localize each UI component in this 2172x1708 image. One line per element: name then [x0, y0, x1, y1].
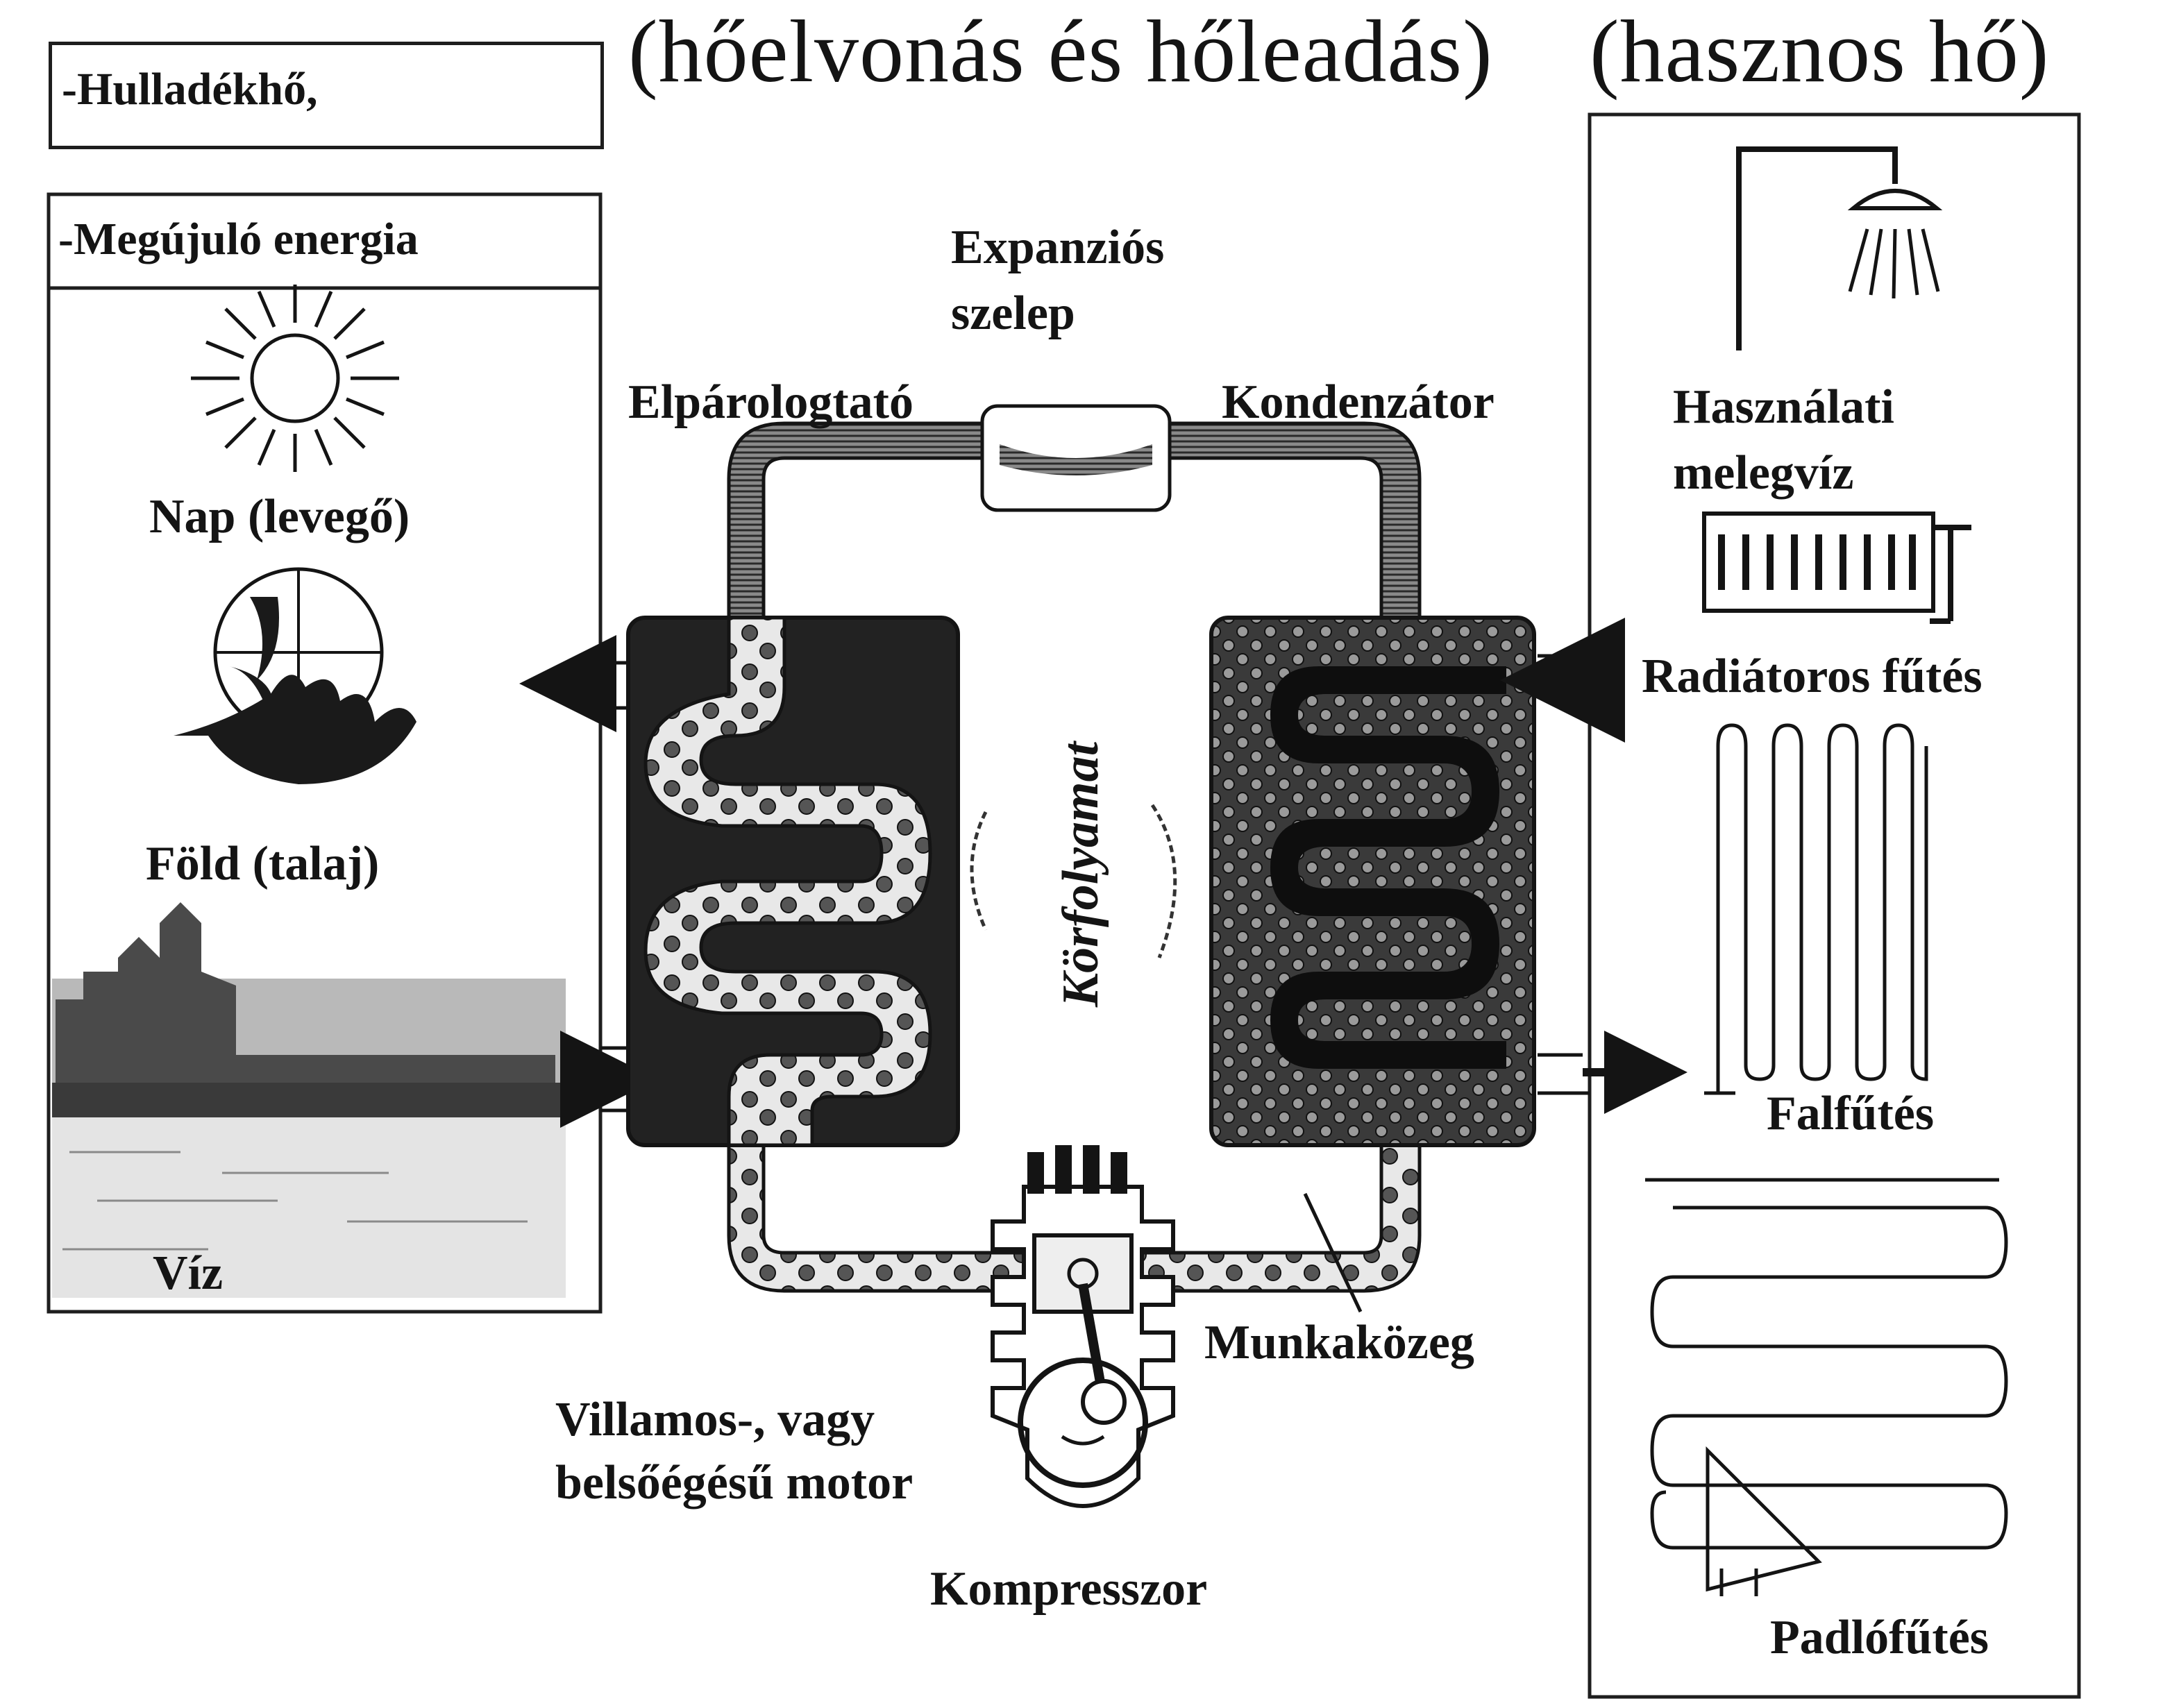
earth-label: Föld (talaj)	[146, 837, 380, 890]
title-heat-extraction: (hőelvonás és hőleadás)	[628, 2, 1493, 101]
shower-icon	[1736, 146, 1943, 350]
water-label: Víz	[153, 1246, 224, 1300]
evaporator-label: Elpárologtató	[628, 375, 914, 429]
floor-heating-label: Padlófűtés	[1770, 1611, 1989, 1664]
radiator-heating-label: Radiátoros fűtés	[1642, 650, 1982, 703]
condenser-label: Kondenzátor	[1222, 375, 1495, 429]
expansion-valve-label: Expanziós szelep	[951, 221, 1165, 340]
title-useful-heat: (hasznos hő)	[1590, 2, 2050, 101]
working-fluid-label: Munkaközeg	[1204, 1316, 1474, 1369]
hot-water-label: Használati melegvíz	[1673, 380, 1894, 500]
radiator-icon	[1702, 511, 1971, 624]
renewable-label: -Megújuló energia	[58, 214, 419, 264]
circuit-label: Körfolyamat	[1052, 741, 1109, 1008]
evaporator	[626, 616, 960, 1147]
wall-heating-coil	[1704, 723, 1928, 1095]
compressor-label: Kompresszor	[930, 1562, 1208, 1616]
working-fluid-pointer	[1303, 1192, 1363, 1313]
uses-panel	[1588, 112, 2081, 1699]
sources-panel	[47, 192, 603, 1314]
motor-label: Villamos-, vagy belsőégésű motor	[555, 1393, 914, 1510]
sun-icon	[191, 285, 399, 472]
waste-heat-box: -Hulladékhő,	[49, 42, 604, 149]
condenser	[1209, 616, 1536, 1147]
wall-heating-label: Falfűtés	[1767, 1087, 1935, 1140]
sun-label: Nap (levegő)	[149, 490, 410, 543]
floor-heating-coil	[1645, 1178, 2008, 1596]
earth-hand-icon	[174, 567, 416, 784]
water-city-scene	[52, 902, 566, 1298]
compressor-motor	[991, 1145, 1175, 1508]
